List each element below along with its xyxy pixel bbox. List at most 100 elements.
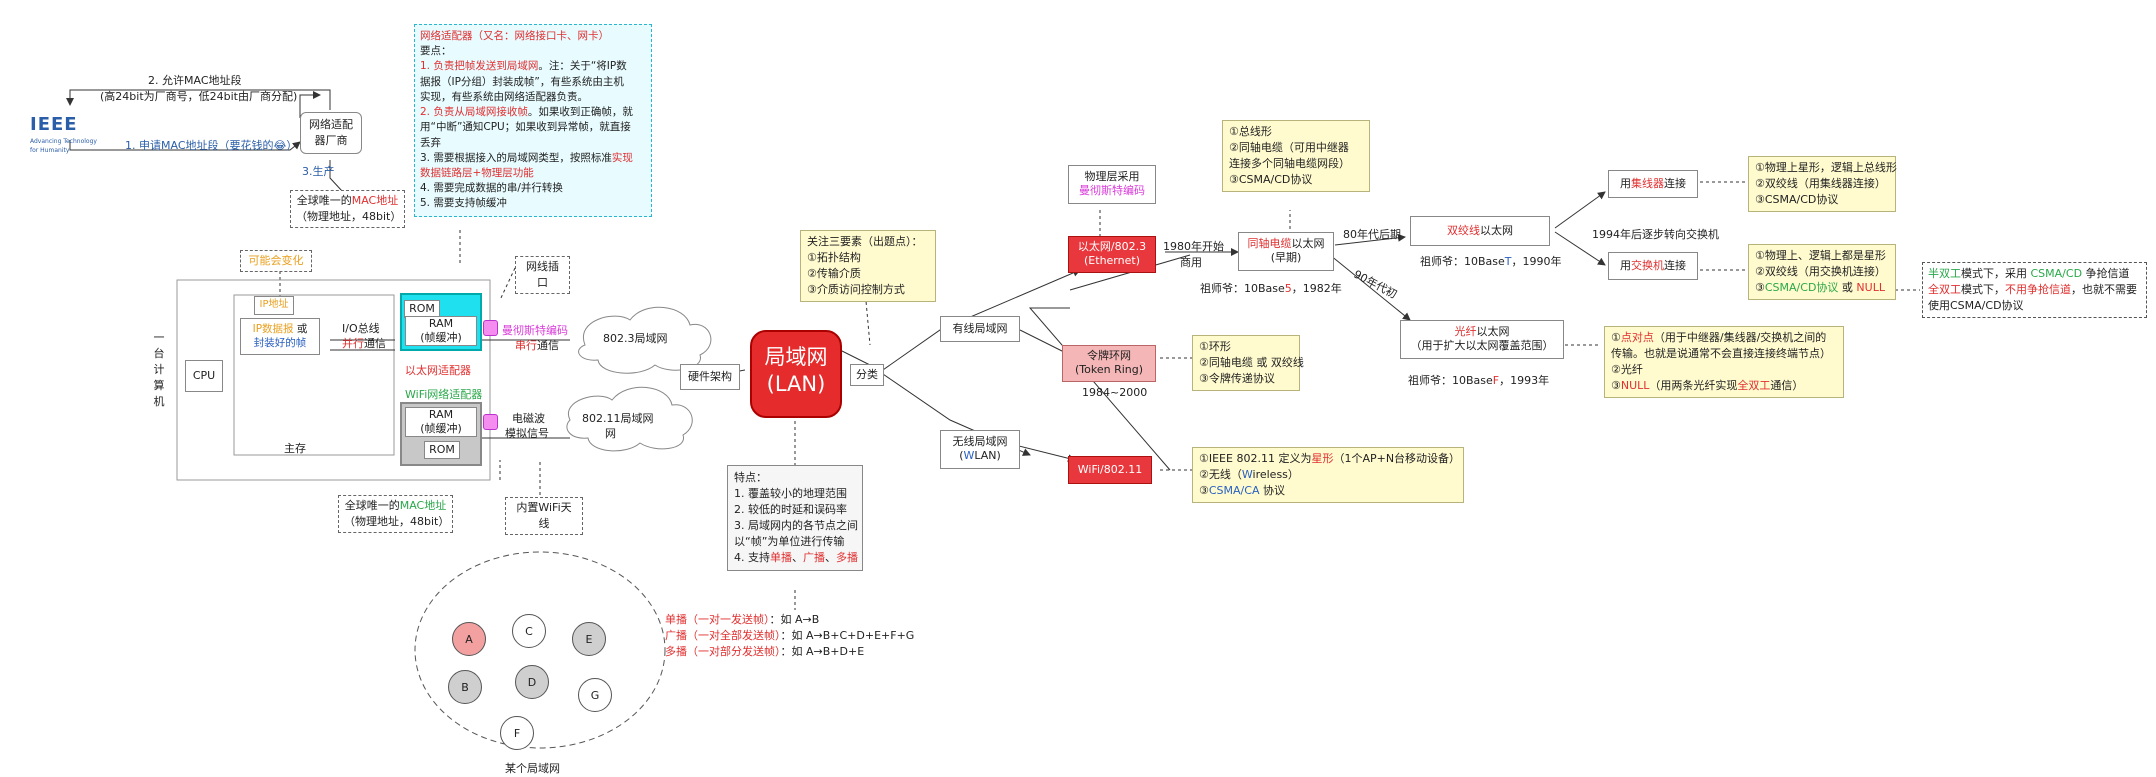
adapter-point1-rest: 。注：关于“将IP数 [538, 60, 627, 73]
full-duplex-nocontend: 不用争抢信道 [2005, 282, 2071, 296]
fiber-note-1-line2: 传输。也就是说通常不会直接连接终端节点） [1611, 346, 1831, 360]
ieee-tagline-1: Advancing Technology [30, 138, 97, 146]
half-duplex-contend: 争抢信道 [2082, 267, 2130, 280]
three-element-mac: ③介质访问控制方式 [807, 282, 905, 296]
fiber-ethernet-node[interactable]: 光纤以太网 （用于扩大以太网覆盖范围） [1400, 320, 1564, 359]
node-f[interactable]: F [500, 716, 534, 750]
wifi-rom: ROM [424, 441, 460, 459]
token-ring-sub: (Token Ring) [1074, 363, 1144, 377]
node-a[interactable]: A [452, 622, 486, 656]
eth-mac-suffix: （物理地址，48bit） [296, 209, 402, 223]
feature-3b: 以“帧”为单位进行传输 [734, 534, 845, 548]
ethernet-8023-node[interactable]: 以太网/802.3 (Ethernet) [1068, 236, 1156, 273]
wireless-paren: ( [959, 449, 964, 463]
wifi-80211-node[interactable]: WiFi/802.11 [1068, 456, 1152, 484]
switch-shift-note: 1994年后逐步转向交换机 [1592, 228, 1719, 241]
token-ring-note-2: ②同轴电缆 或 双绞线 [1199, 355, 1304, 369]
coax-ethernet-node[interactable]: 同轴电缆以太网 (早期) [1238, 232, 1334, 271]
token-ring-name: 令牌环网 [1087, 349, 1131, 362]
switch-name: 交换机 [1631, 259, 1664, 272]
adapter-vendor-node[interactable]: 网络适配器厂商 [300, 112, 362, 154]
hub-note-1: ①物理上星形，逻辑上总线形 [1755, 161, 1897, 174]
full-duplex: 全双工 [1928, 282, 1961, 296]
coax-ancestor-key: 5 [1284, 282, 1292, 295]
adapter-point2-line3: 丢弃 [420, 136, 441, 149]
adapter-note-title: 网络适配器（又名：网络接口卡、网卡） [420, 30, 609, 42]
token-ring-note-1: ①环形 [1199, 340, 1231, 353]
classify-label: 分类 [856, 368, 878, 381]
adapter-point4: 4. 需要完成数据的串/并行转换 [420, 182, 563, 195]
eth-lan-cloud: 802.3局域网 [603, 332, 668, 345]
wireless-w-letter: W [963, 449, 975, 463]
wifi-name: WiFi/802.11 [1077, 463, 1143, 476]
wifi-lan-cloud-2: 网 [605, 427, 616, 440]
wired-lan-node[interactable]: 有线局域网 [940, 316, 1020, 342]
fiber-note: ①点对点（用于中继器/集线器/交换机之间的 传输。也就是说通常不会直接连接终端节… [1604, 326, 1844, 398]
ip-datagram-word: IP数据报 [252, 323, 294, 335]
unicast-label: 单播（一对一发送帧） [665, 613, 770, 626]
computer-char-2: 台 [153, 346, 165, 360]
wifi-lan-cloud: 802.11局域网 [582, 412, 654, 425]
hub-connection-node[interactable]: 用集线器连接 [1608, 170, 1698, 198]
node-d[interactable]: D [515, 665, 549, 699]
eth-ram-buffer: (帧缓冲) [420, 330, 462, 344]
step2-mac-split: (高24bit为厂商号，低24bit由厂商分配) [100, 90, 298, 103]
wifi-ram-label: RAM [428, 408, 454, 421]
lan-central-node[interactable]: 局域网 (LAN) [750, 330, 842, 418]
coax-ancestor-year: ，1982年 [1291, 282, 1342, 295]
broadcast-example: ：如 A→B+C+D+E+F+G [780, 628, 915, 642]
fiber-ancestor-key: F [1492, 374, 1500, 387]
half-duplex: 半双工 [1928, 267, 1961, 280]
wifi-note-1-rest: （1个AP+N台移动设备） [1333, 452, 1461, 465]
hardware-architecture-node[interactable]: 硬件架构 [680, 364, 740, 390]
main-memory-label: 主存 [284, 442, 306, 455]
wifi-ram-buffer: (帧缓冲) [420, 421, 462, 435]
token-ring-node[interactable]: 令牌环网 (Token Ring) [1062, 345, 1156, 382]
lan-title-abbr: (LAN) [766, 372, 826, 397]
ip-address-block: IP地址 [254, 296, 294, 315]
ethernet-phys-line1: 物理层采用 [1084, 170, 1140, 183]
fiber-note-3: ③ [1611, 378, 1621, 392]
full-duplex-end: ，也就不需要 [2071, 282, 2137, 296]
node-b[interactable]: B [448, 670, 482, 704]
wifi-rom-label: ROM [429, 443, 455, 456]
ethernet-year: 1980年开始 [1163, 240, 1224, 253]
ethernet-name: 以太网/802.3 [1077, 240, 1147, 253]
ethernet-phys-note: 物理层采用 曼彻斯特编码 [1068, 165, 1156, 204]
node-g[interactable]: G [578, 678, 612, 712]
wifi-note-1: ①IEEE 802.11 定义为 [1199, 452, 1312, 465]
switch-connection-node[interactable]: 用交换机连接 [1608, 252, 1698, 280]
lan-title: 局域网 [764, 345, 828, 369]
ieee-name: IEEE [30, 114, 78, 135]
wifi-note: ①IEEE 802.11 定义为星形（1个AP+N台移动设备） ②无线（Wire… [1192, 447, 1464, 503]
computer-char-4: 算 [153, 378, 165, 392]
computer-char-5: 机 [153, 394, 165, 408]
classify-node[interactable]: 分类 [850, 364, 884, 386]
fiber-note-3-rest: （用两条光纤实现 [1649, 378, 1738, 392]
manchester-encoding-label: 曼彻斯特编码 [502, 324, 568, 337]
eth-port-text: 网线插口 [526, 260, 559, 289]
node-e[interactable]: E [572, 622, 606, 656]
feature-broadcast: 广播 [803, 550, 825, 564]
multicast-example: ：如 A→B+D+E [780, 644, 865, 658]
twisted-name-key: 双绞线 [1447, 224, 1480, 237]
node-c[interactable]: C [512, 614, 546, 648]
unicast-example: ：如 A→B [769, 613, 820, 626]
coax-note-3: 连接多个同轴电缆网段） [1229, 156, 1350, 170]
adapter-vendor-label: 网络适配器厂商 [309, 118, 353, 147]
wireless-lan-node[interactable]: 无线局域网 (WLAN) [940, 430, 1020, 469]
cpu-block: CPU [185, 360, 223, 392]
wifi-note-2-rest: ireless） [1252, 467, 1299, 481]
twisted-pair-ethernet-node[interactable]: 双绞线以太网 [1410, 216, 1550, 246]
ethernet-year-commercial: 商用 [1180, 256, 1202, 269]
coax-ancestor: 祖师爷：10Base [1200, 282, 1285, 295]
wifi-antenna-text: 内置WiFi天线 [516, 501, 572, 530]
wifi-antenna-icon [483, 414, 498, 430]
switch-note-3: ③ [1755, 280, 1765, 294]
analog-signal-label: 模拟信号 [505, 427, 549, 440]
eth-rom-label: ROM [409, 302, 435, 315]
coax-note-4: ③CSMA/CD协议 [1229, 172, 1313, 186]
hub-post: 连接 [1664, 177, 1686, 190]
adapter-point2-key: 2. 负责从局域网接收帧 [420, 106, 528, 119]
